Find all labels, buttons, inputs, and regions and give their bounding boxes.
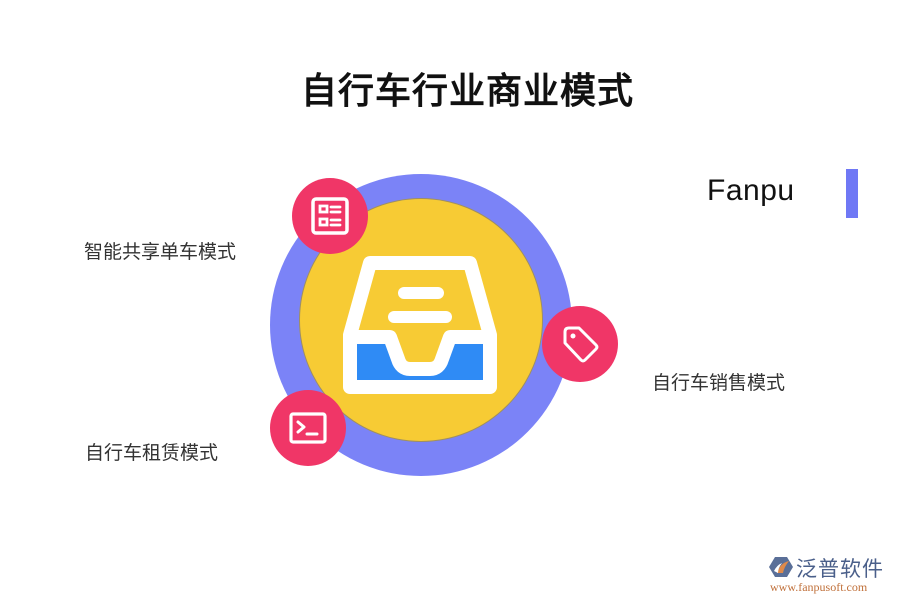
price-tag-icon xyxy=(563,326,599,363)
logo-url: www.fanpusoft.com xyxy=(770,580,868,594)
list-layout-icon xyxy=(311,197,349,235)
terminal-icon xyxy=(289,412,327,444)
label-shared-bike-model: 智能共享单车模式 xyxy=(84,241,237,263)
badge-price-tag xyxy=(542,306,618,382)
brand-accent-bar xyxy=(846,169,858,218)
label-bike-rental-model: 自行车租赁模式 xyxy=(85,442,219,464)
badge-list-layout xyxy=(292,178,368,254)
label-bike-sales-model: 自行车销售模式 xyxy=(652,372,786,394)
inbox-tray-icon xyxy=(343,256,497,394)
logo-name: 泛普软件 xyxy=(796,557,884,581)
page-title: 自行车行业商业模式 xyxy=(300,71,634,112)
fanpu-logo: 泛普软件 www.fanpusoft.com xyxy=(768,553,896,595)
badge-terminal xyxy=(270,390,346,466)
logo-mark-icon xyxy=(769,557,793,577)
brand-text: Fanpu xyxy=(707,174,795,207)
